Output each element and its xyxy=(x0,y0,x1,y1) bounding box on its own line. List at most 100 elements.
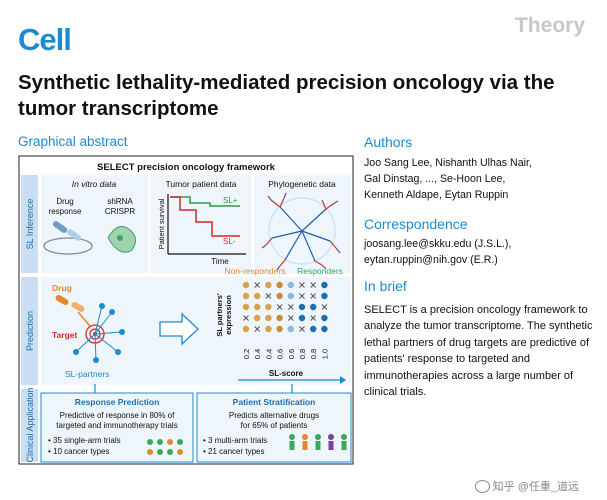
invitro-title: In vitro data xyxy=(72,179,117,189)
heatmap-ylabel: expression xyxy=(224,295,233,335)
correspondence-list: joosang.lee@skku.edu (J.S.L.), eytan.rup… xyxy=(364,236,511,268)
heatmap-dot xyxy=(321,314,328,322)
heatmap-dot xyxy=(265,325,272,333)
journal-logo: Cell xyxy=(18,22,72,57)
sl-partner-nodes xyxy=(73,303,125,363)
heatmap-cross xyxy=(310,293,317,299)
tumor-data-title: Tumor patient data xyxy=(165,179,236,189)
sl-score-tick: 0.8 xyxy=(309,349,318,359)
trial-dots-icon xyxy=(147,439,183,455)
response-prediction-title: Response Prediction xyxy=(75,397,160,407)
petri-dish-icon xyxy=(43,237,93,255)
sl-score-label: SL-score xyxy=(269,369,304,378)
time-axis-label: Time xyxy=(211,257,229,266)
row-bar-clinical xyxy=(21,389,38,462)
authors-list: Joo Sang Lee, Nishanth Ulhas Nair, Gal D… xyxy=(364,155,532,203)
patient-figures-icon xyxy=(289,434,347,450)
stratification-bullet: • 21 cancer types xyxy=(203,447,265,456)
author-line: Joo Sang Lee, Nishanth Ulhas Nair, xyxy=(364,157,532,169)
watermark-text: 知乎 @任重_道远 xyxy=(492,481,579,493)
email-link[interactable]: eytan.ruppin@nih.gov (E.R.) xyxy=(364,254,498,266)
heatmap-dot xyxy=(242,292,250,300)
sl-expression-heatmap xyxy=(242,281,328,333)
target-label: Target xyxy=(52,330,78,340)
heatmap-dot xyxy=(242,281,250,289)
patient-stratification-title: Patient Stratification xyxy=(233,397,316,407)
heatmap-cross xyxy=(254,326,261,332)
heatmap-dot xyxy=(321,292,328,300)
heatmap-dot xyxy=(276,281,283,289)
sl-score-tick: 1.0 xyxy=(320,349,329,359)
survival-curve-sl-minus xyxy=(170,196,240,237)
sl-partner-network xyxy=(75,305,123,361)
responders-label: Responders xyxy=(297,266,343,276)
sl-score-tick: 0.4 xyxy=(264,349,273,359)
heatmap-dot xyxy=(265,314,272,322)
flow-arrow-icon xyxy=(159,312,199,346)
sl-score-tick: 0.8 xyxy=(298,349,307,359)
phylogenetic-title: Phylogenetic data xyxy=(268,179,336,189)
response-bullet: • 10 cancer types xyxy=(48,447,110,456)
authors-heading: Authors xyxy=(364,134,413,150)
heatmap-cross xyxy=(310,282,317,288)
heatmap-dot xyxy=(276,292,283,300)
row-bar-sl-inference xyxy=(21,175,38,273)
sl-partners-label: SL-partners xyxy=(65,369,109,379)
row-bar-prediction xyxy=(21,277,38,385)
weibo-icon xyxy=(474,479,490,493)
heatmap-dot xyxy=(298,314,306,322)
sl-score-tick: 0.6 xyxy=(287,349,296,359)
row-label: SL Inference xyxy=(25,199,35,250)
author-line: Gal Dinstag, ..., Se-Hoon Lee, xyxy=(364,173,506,185)
heatmap-dot xyxy=(242,303,250,311)
in-brief-text: SELECT is a precision oncology framework… xyxy=(364,304,593,399)
email-link[interactable]: joosang.lee@skku.edu (J.S.L.), xyxy=(364,238,512,250)
drug-capsule-icon xyxy=(71,302,85,312)
sl-plus-label: SL+ xyxy=(223,196,238,205)
heatmap-dot xyxy=(254,303,261,311)
heatmap-dot xyxy=(287,292,294,300)
heatmap-cross xyxy=(243,315,249,321)
heatmap-dot xyxy=(298,303,306,311)
heatmap-cross xyxy=(321,304,328,310)
tumor-data-panel xyxy=(151,175,251,273)
heatmap-cross xyxy=(276,304,283,310)
heatmap-dot xyxy=(321,281,328,289)
framework-title: SELECT precision oncology framework xyxy=(97,162,276,173)
row-label: Clinical Application xyxy=(25,387,35,462)
heatmap-cross xyxy=(310,315,317,321)
author-line: Kenneth Aldape, Eytan Ruppin xyxy=(364,189,509,201)
row-label: Prediction xyxy=(25,311,35,351)
drug-response-label: response xyxy=(49,207,82,216)
paper-title: Synthetic lethality-mediated precision o… xyxy=(18,71,555,120)
heatmap-cross xyxy=(299,282,305,288)
heatmap-dot xyxy=(287,281,294,289)
capsule-icon xyxy=(66,229,82,241)
heatmap-dot xyxy=(242,325,250,333)
in-brief-heading: In brief xyxy=(364,278,407,294)
heatmap-dot xyxy=(310,303,317,311)
drug-response-label: Drug xyxy=(56,197,73,206)
sl-score-tick: 0.2 xyxy=(242,349,251,359)
phylogenetic-tree-icon xyxy=(261,192,341,271)
heatmap-dot xyxy=(321,325,328,333)
drug-label: Drug xyxy=(52,283,72,293)
heatmap-dot xyxy=(310,325,317,333)
sl-score-tick: 0.6 xyxy=(276,349,285,359)
response-text: targeted and immunotherapy trials xyxy=(56,421,177,430)
heatmap-dot xyxy=(254,292,261,300)
heatmap-cross xyxy=(287,304,294,310)
heatmap-cross xyxy=(299,326,305,332)
non-responders-label: Non-responders xyxy=(225,266,286,276)
stratification-text: Predicts alternative drugs xyxy=(229,411,319,420)
stratification-bullet: • 3 multi-arm trials xyxy=(203,436,267,445)
response-text: Predictive of response in 80% of xyxy=(60,411,176,420)
capsule-icon xyxy=(52,221,68,233)
crispr-label: CRISPR xyxy=(105,207,135,216)
heatmap-dot xyxy=(276,325,283,333)
heatmap-cross xyxy=(299,293,305,299)
survival-curve-sl-plus xyxy=(170,196,240,207)
watermark: 知乎 @任重_道远 xyxy=(474,478,579,494)
